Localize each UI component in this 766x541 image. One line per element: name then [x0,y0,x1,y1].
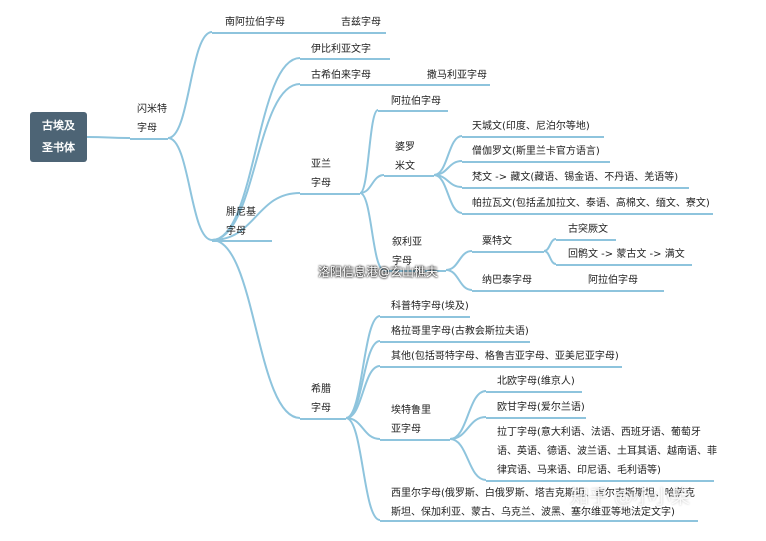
node-brahmi-child: 天城文(印度、尼泊尔等地) [472,121,590,132]
underline [300,84,490,86]
underline [462,213,713,215]
underline [384,175,434,177]
root-node: 古埃及圣书体 [30,112,87,162]
connector-line [359,192,385,271]
watermark-center: 洛阳信息港@玄山樵夫 [318,265,439,279]
underline [212,240,272,242]
underline [556,264,692,266]
connector-line [433,174,463,214]
connector-line [543,250,557,265]
node-arabic: 阿拉伯字母 [391,96,441,107]
node-samaritan: 撒马利亚字母 [427,70,487,81]
underline [300,418,346,420]
connector-line [445,250,473,271]
underline [462,136,604,138]
node-south-arabian: 南阿拉伯字母 [225,17,285,28]
connector-line [449,416,487,440]
underline [380,520,698,522]
connector-line [86,136,131,139]
underline [300,58,390,60]
node-cyrillic: 西里尔字母(俄罗斯、白俄罗斯、塔吉克斯坦、吉尔吉斯斯坦、哈萨克斯坦、保加利亚、蒙… [391,488,695,518]
node-uyghur: 回鹘文 -> 蒙古文 -> 满文 [568,249,685,260]
node-iberian: 伊比利亚文字 [311,44,371,55]
underline [472,251,544,253]
node-greek-child: 格拉哥里字母(古教会斯拉夫语) [391,326,529,337]
node-latin: 拉丁字母(意大利语、法语、西班牙语、葡萄牙语、英语、德语、波兰语、土耳其语、越南… [497,427,717,476]
connector-line [211,83,301,241]
underline [486,480,714,482]
underline [130,138,168,140]
underline [556,239,616,241]
node-greek-child: 其他(包括哥特字母、格鲁吉亚字母、亚美尼亚字母) [391,351,619,362]
connector-line [345,340,381,419]
node-brahmi-child: 帕拉瓦文(包括孟加拉文、泰语、高棉文、缅文、寮文) [472,198,710,209]
underline [380,366,622,368]
node-brahmi-child: 僧伽罗文(斯里兰卡官方语言) [472,146,600,157]
underline [300,193,360,195]
underline [380,316,470,318]
root-line1: 古埃及 [42,119,75,132]
node-old-turkic: 古突厥文 [568,224,608,235]
node-geez: 吉兹字母 [341,17,381,28]
connector-line [211,239,301,419]
node-aramaic: 亚兰字母 [311,159,331,189]
underline [486,417,586,419]
connector-line [449,390,487,440]
node-phoenician: 腓尼基字母 [226,207,256,237]
underline [462,161,610,163]
connector-line [167,31,213,139]
node-greek: 希腊字母 [311,384,331,414]
underline [380,341,530,343]
underline [486,391,582,393]
watermark-corner: 知乎 @小小柴 [570,486,691,508]
connector-line [359,109,379,194]
underline [380,439,450,441]
connector-line [211,192,301,241]
underline [378,110,448,112]
connector-line [345,417,381,521]
connector-line [167,137,213,241]
node-sogdian: 粟特文 [482,236,512,247]
node-brahmi-child: 梵文 -> 藏文(藏语、锡金语、不丹语、羌语等) [472,172,679,183]
node-greek-child: 科普特字母(埃及) [391,301,469,312]
connector-line [449,438,487,481]
underline [384,270,446,272]
node-arabic-2: 阿拉伯字母 [588,275,638,286]
connector-line [359,174,385,194]
underline [472,290,664,292]
node-etruscan-child: 欧甘字母(爱尔兰语) [497,402,585,413]
node-paleo-hebrew: 古希伯来字母 [311,70,371,81]
node-etruscan-child: 北欧字母(维京人) [497,376,575,387]
connector-line [445,269,473,291]
node-nabataean: 纳巴泰字母 [482,275,532,286]
underline [212,32,386,34]
node-etruscan: 埃特鲁里亚字母 [391,405,431,435]
node-semitic: 闪米特字母 [137,104,167,134]
node-brahmi: 婆罗米文 [395,142,415,172]
root-line2: 圣书体 [42,141,75,154]
node-syriac: 叙利亚字母 [392,237,422,267]
underline [462,187,689,189]
connector-line [543,238,557,252]
connector-line [345,365,381,419]
